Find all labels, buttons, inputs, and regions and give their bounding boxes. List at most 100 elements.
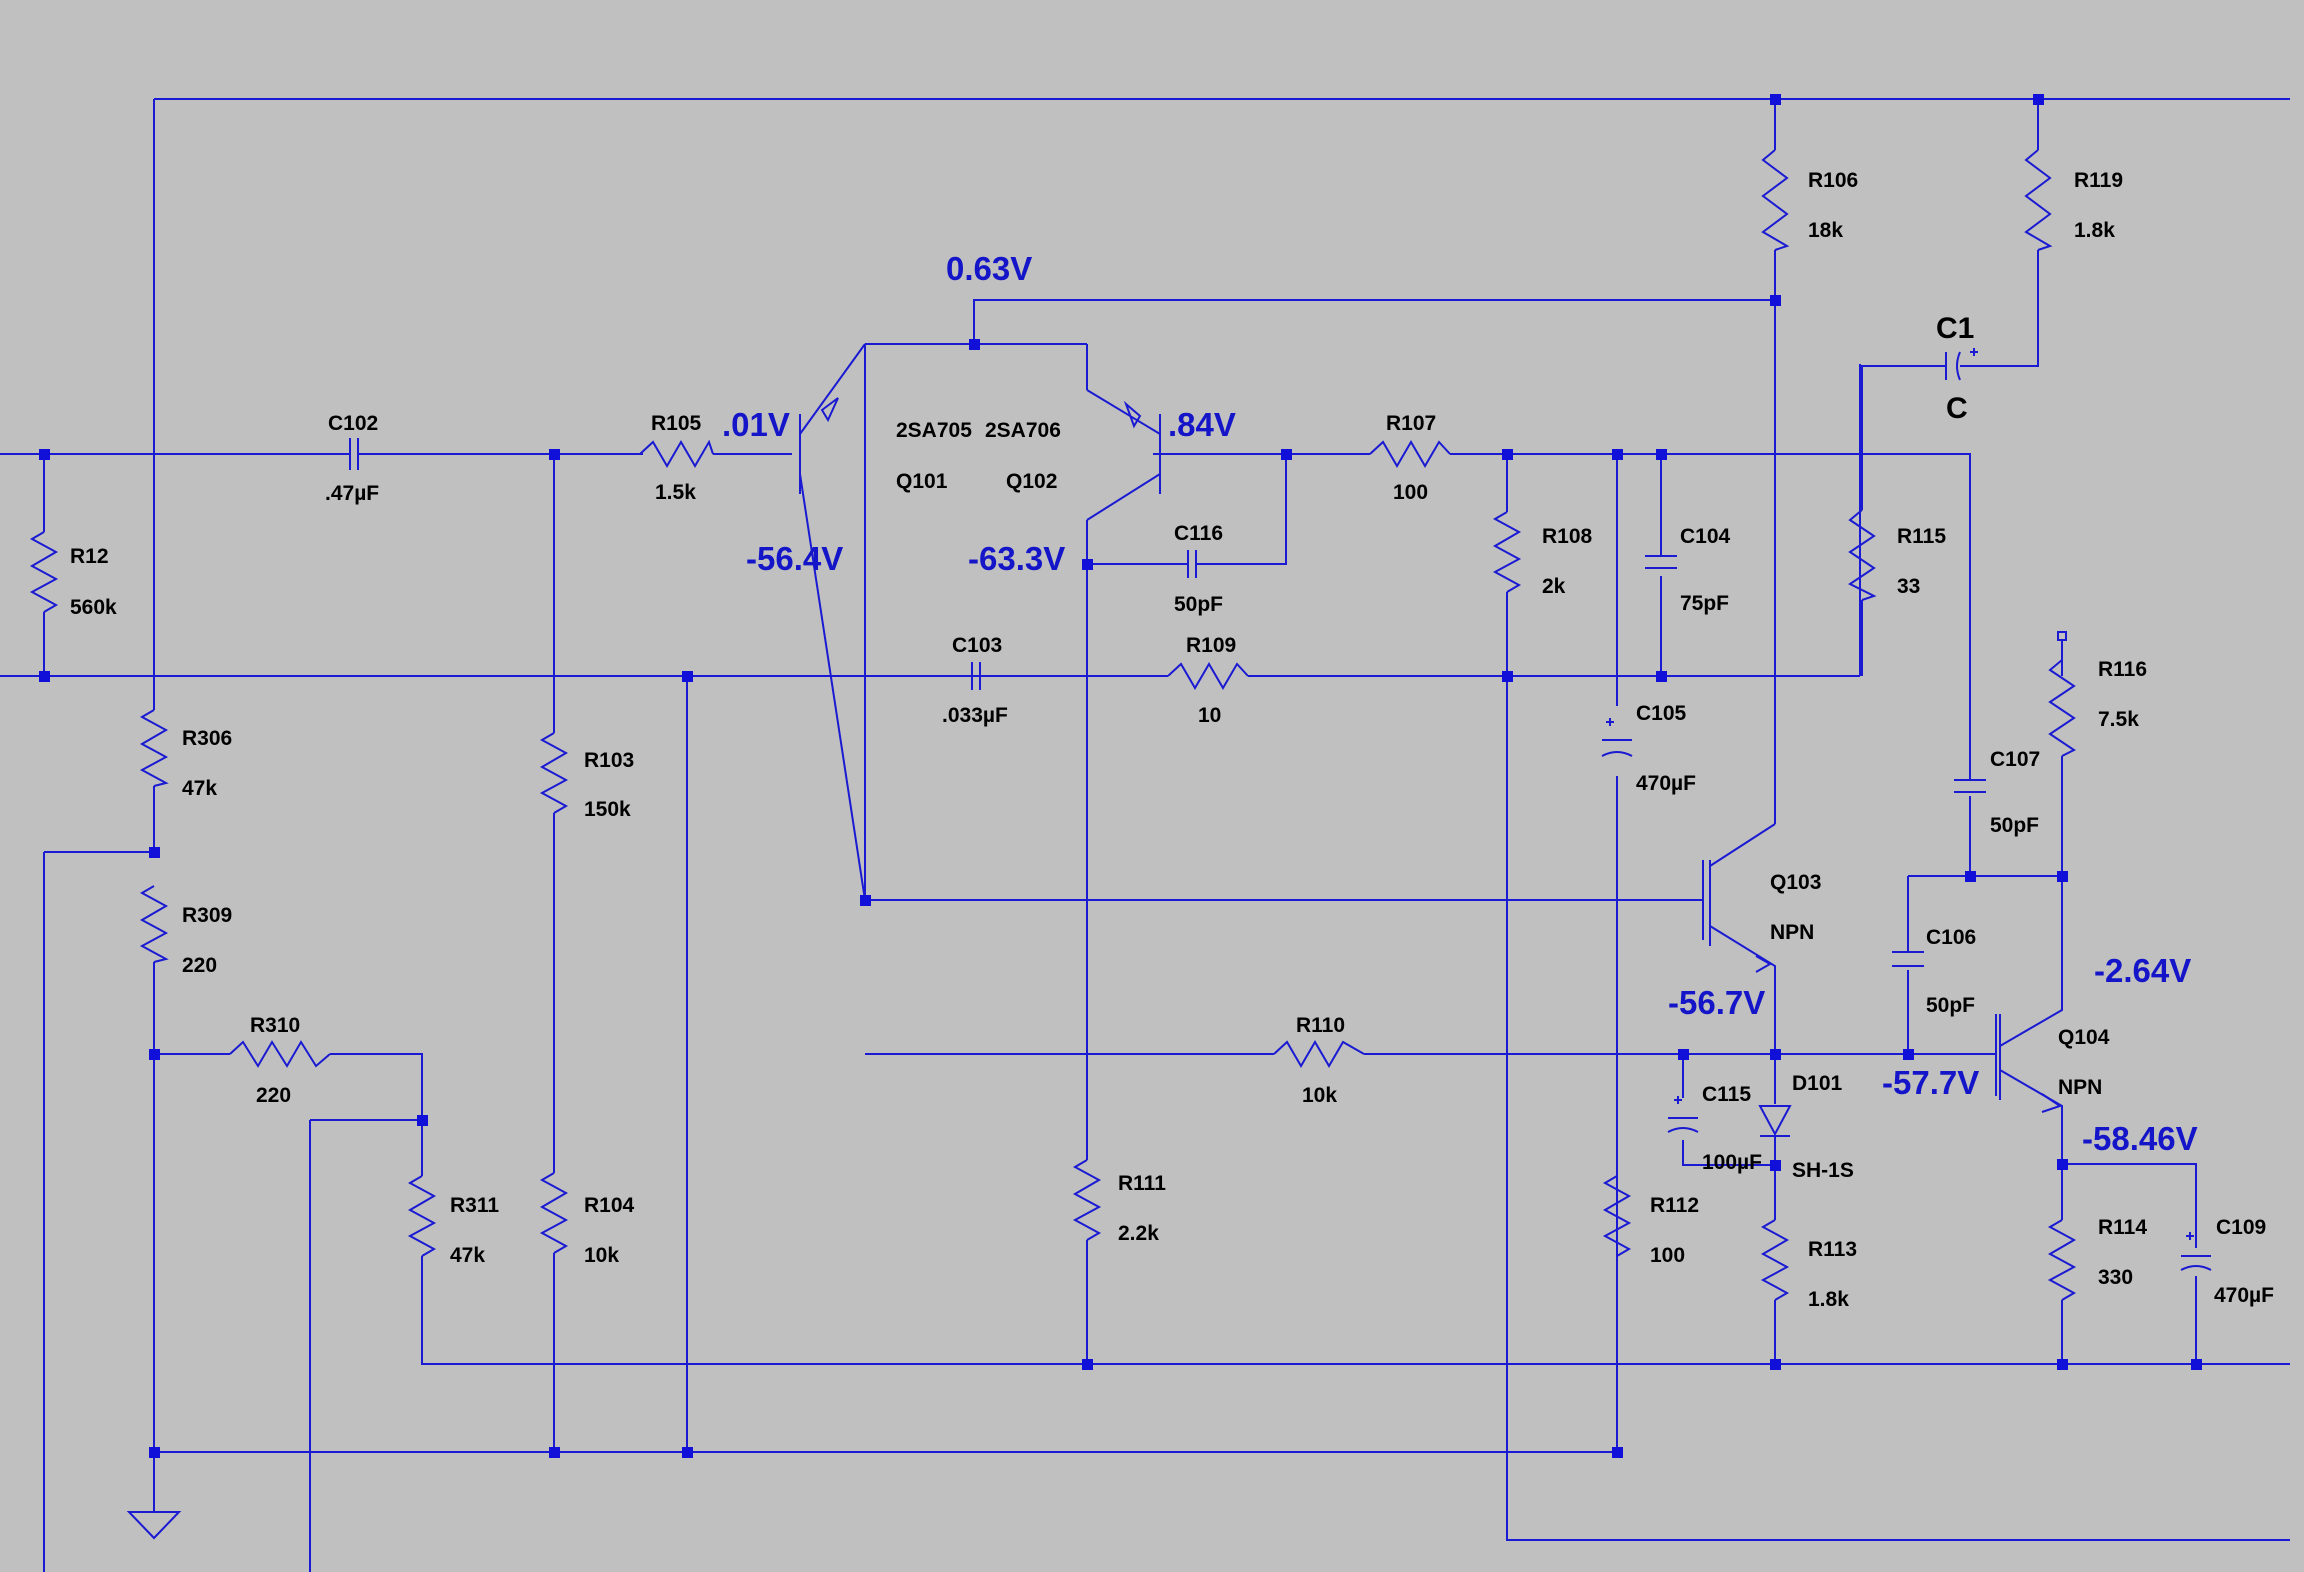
voltage-q104-collector: -2.64V — [2094, 952, 2191, 989]
value-r108: 2k — [1542, 575, 1566, 598]
capacitor-c1 — [1945, 348, 1978, 381]
label-r103: R103 — [584, 749, 634, 772]
label-r115: R115 — [1897, 525, 1946, 548]
value-r114: 330 — [2098, 1266, 2133, 1289]
resistor-r108 — [1492, 511, 1522, 593]
label-c103: C103 — [952, 634, 1002, 657]
resistor-r105 — [639, 439, 714, 468]
value-r112: 100 — [1650, 1244, 1685, 1267]
capacitor-c116 — [1176, 550, 1206, 578]
capacitor-c102 — [335, 438, 369, 470]
semiconductors — [126, 343, 2067, 1540]
label-q102: Q102 — [1006, 470, 1057, 493]
voltage-q101-collector: -56.4V — [746, 540, 843, 577]
resistor-r12 — [29, 531, 59, 613]
value-r105: 1.5k — [655, 481, 696, 504]
voltage-annotations: 0.63V .01V .84V -56.4V -63.3V -56.7V -57… — [722, 250, 2198, 1157]
label-q104: Q104 — [2058, 1026, 2110, 1049]
label-r107: R107 — [1386, 412, 1436, 435]
resistor-r119 — [2024, 149, 2053, 251]
label-q103: Q103 — [1770, 871, 1821, 894]
resistor-r115 — [1848, 509, 1877, 601]
resistor-r306 — [139, 709, 169, 787]
label-r116: R116 — [2098, 658, 2147, 681]
label-r106: R106 — [1808, 169, 1858, 192]
label-r309: R309 — [182, 904, 232, 927]
wires — [0, 98, 2290, 1572]
value-r113: 1.8k — [1808, 1288, 1849, 1311]
capacitor-c115 — [1667, 1096, 1699, 1133]
resistor-r104 — [539, 1172, 569, 1254]
junction-nodes — [39, 94, 2202, 1458]
label-r111: R111 — [1118, 1172, 1166, 1195]
value-r106: 18k — [1808, 219, 1843, 242]
resistors — [29, 149, 2077, 1301]
model-q102: 2SA706 — [985, 419, 1061, 442]
resistor-r114 — [2047, 1219, 2077, 1301]
value-c115: 100µF — [1702, 1151, 1762, 1174]
resistor-r106 — [1761, 149, 1790, 251]
label-r306: R306 — [182, 727, 232, 750]
model-q101: 2SA705 — [896, 419, 972, 442]
value-c102: .47µF — [325, 482, 379, 505]
value-r116: 7.5k — [2098, 708, 2139, 731]
capacitor-c104 — [1645, 555, 1677, 569]
value-r107: 100 — [1393, 481, 1428, 504]
value-r115: 33 — [1897, 575, 1920, 598]
label-r310: R310 — [250, 1014, 300, 1037]
value-c109: 470µF — [2214, 1284, 2274, 1307]
voltage-q104-base: -57.7V — [1882, 1064, 1979, 1101]
label-q101: Q101 — [896, 470, 948, 493]
label-c105: C105 — [1636, 702, 1687, 725]
label-r110: R110 — [1296, 1014, 1345, 1037]
label-c107: C107 — [1990, 748, 2040, 771]
capacitor-c105 — [1601, 718, 1633, 757]
ground-symbol — [126, 1511, 182, 1540]
capacitor-c109 — [2180, 1232, 2212, 1271]
capacitor-c103 — [643, 662, 1168, 690]
transistor-q101 — [799, 343, 866, 901]
label-r104: R104 — [584, 1194, 635, 1217]
resistor-r116 — [2048, 659, 2076, 757]
value-c103: .033µF — [942, 704, 1008, 727]
transistor-q102 — [1086, 389, 1161, 521]
resistor-r111 — [1072, 1159, 1102, 1241]
value-r306: 47k — [182, 777, 217, 800]
label-r119: R119 — [2074, 169, 2123, 192]
label-c116: C116 — [1174, 522, 1223, 545]
label-c102: C102 — [328, 412, 378, 435]
voltage-q102-base: .84V — [1168, 406, 1236, 443]
value-r109: 10 — [1198, 704, 1221, 727]
value-c104: 75pF — [1680, 592, 1729, 615]
voltage-tail: 0.63V — [946, 250, 1032, 287]
voltage-q101-base: .01V — [722, 406, 790, 443]
component-labels: R12 560k C102 .47µF R105 1.5k R306 47k R… — [70, 169, 2274, 1311]
label-c109: C109 — [2216, 1216, 2266, 1239]
type-q104: NPN — [2058, 1076, 2102, 1099]
value-r12: 560k — [70, 596, 117, 619]
value-r111: 2.2k — [1118, 1222, 1159, 1245]
resistor-r103 — [539, 732, 569, 814]
model-d101: SH-1S — [1792, 1159, 1854, 1182]
capacitors — [335, 348, 2212, 1271]
type-q103: NPN — [1770, 921, 1814, 944]
resistor-r309 — [139, 885, 169, 963]
value-c106: 50pF — [1926, 994, 1975, 1017]
label-r112: R112 — [1650, 1194, 1699, 1217]
value-r309: 220 — [182, 954, 217, 977]
value-r104: 10k — [584, 1244, 619, 1267]
label-r109: R109 — [1186, 634, 1236, 657]
value-c107: 50pF — [1990, 814, 2039, 837]
value-r119: 1.8k — [2074, 219, 2115, 242]
resistor-r112 — [1602, 1175, 1632, 1257]
transistor-q104 — [1999, 1014, 2063, 1113]
label-r114: R114 — [2098, 1216, 2147, 1239]
label-r105: R105 — [651, 412, 702, 435]
value-r310: 220 — [256, 1084, 291, 1107]
resistor-r109 — [1167, 662, 1249, 690]
capacitor-c106 — [1892, 951, 1924, 967]
transistor-q103 — [1709, 860, 1773, 973]
value-c1: C — [1946, 392, 1968, 425]
voltage-q103-emitter: -56.7V — [1668, 984, 1765, 1021]
